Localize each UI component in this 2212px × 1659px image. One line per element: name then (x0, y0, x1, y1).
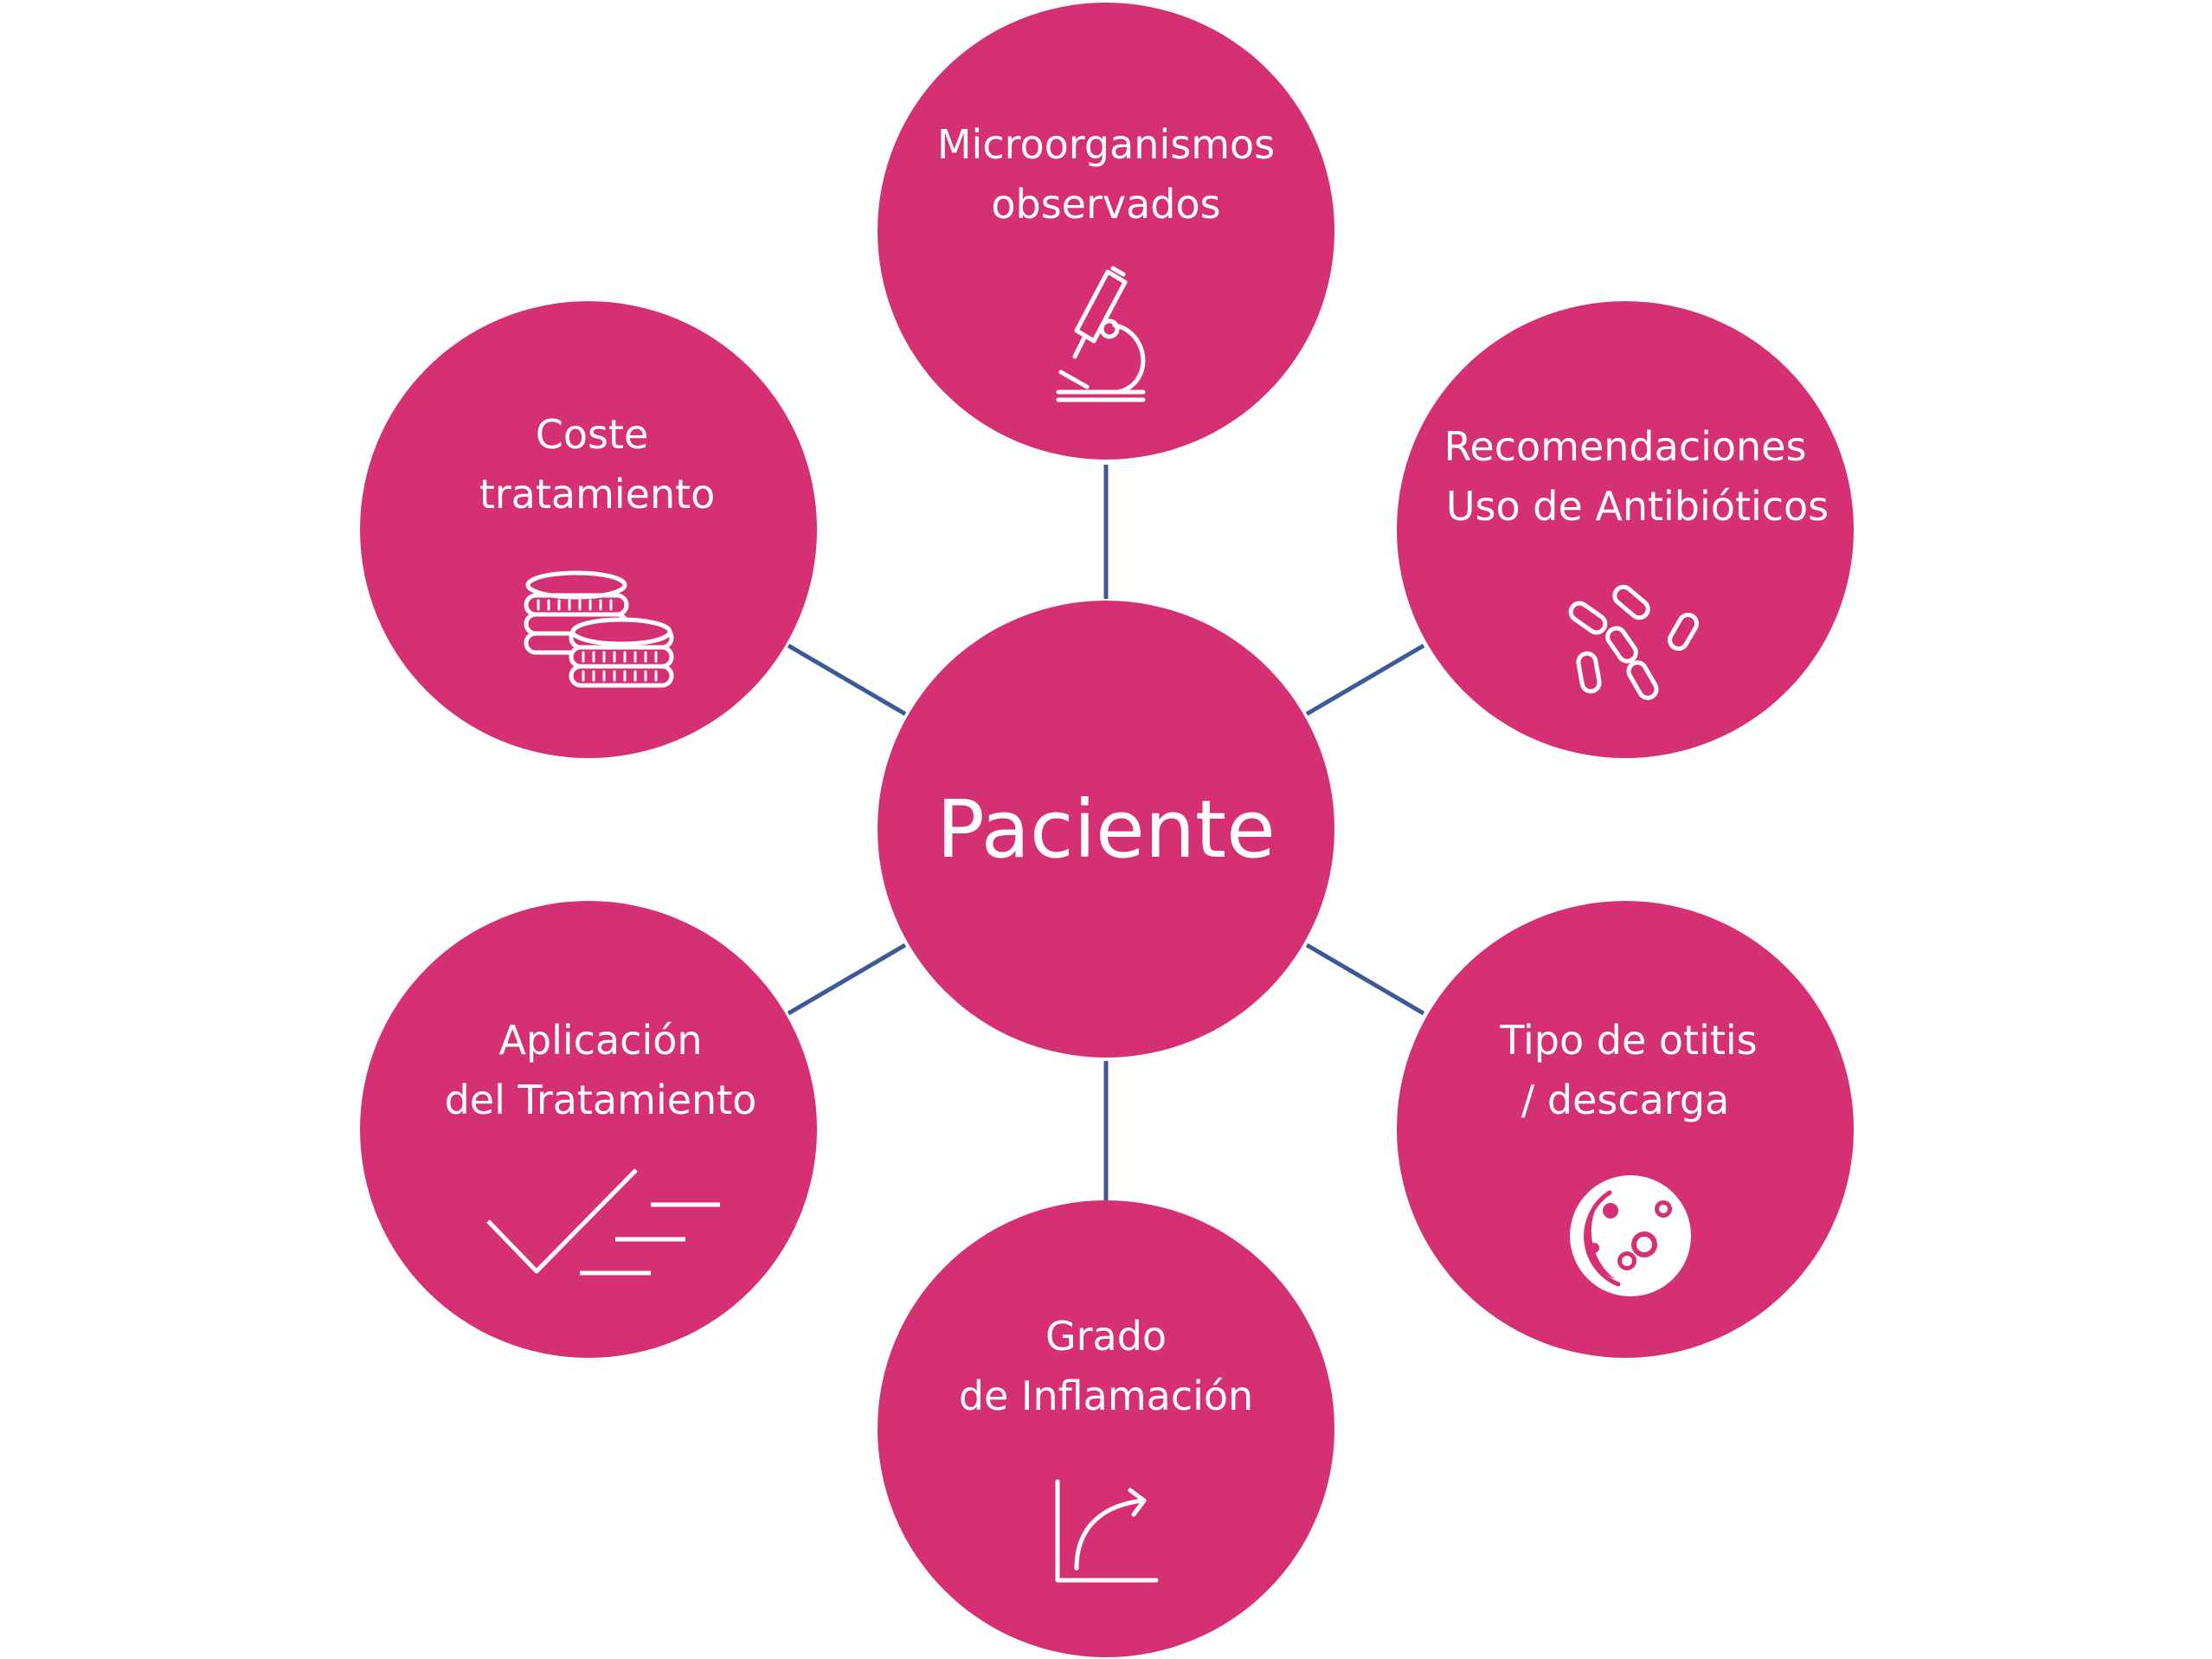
bacteria-icon (1568, 584, 1699, 700)
growth-chart-icon (1055, 1479, 1159, 1583)
node-tipo-otitis: Tipo de otitis / descarga (1397, 901, 1854, 1358)
checklist-icon (486, 1168, 720, 1276)
microscope-icon (1056, 266, 1146, 402)
node-microorganismos-line1: Microorganismos (937, 121, 1275, 168)
connector-aplicacion (787, 942, 907, 1016)
center-circle (878, 601, 1334, 1058)
node-microorganismos: Microorganismos observados (878, 3, 1334, 460)
node-aplicacion-line1: Aplicación (498, 1017, 702, 1064)
coins-icon (524, 570, 674, 688)
petri-dish-icon (1570, 1175, 1691, 1296)
node-grado-line1: Grado (1045, 1313, 1167, 1360)
node-tipo-otitis-circle (1397, 901, 1854, 1358)
node-aplicacion-line2: del Tratamiento (445, 1077, 757, 1123)
node-recomendaciones-line2: Uso de Antibióticos (1446, 483, 1829, 530)
node-grado: Grado de Inflamación (878, 1200, 1334, 1657)
node-recomendaciones: Recomendaciones Uso de Antibióticos (1397, 301, 1854, 758)
node-grado-line2: de Inflamación (959, 1373, 1253, 1419)
connector-tipo-otitis (1305, 942, 1425, 1016)
node-aplicacion: Aplicación del Tratamiento (360, 901, 817, 1358)
node-coste-line1: Coste (536, 411, 649, 458)
node-grado-circle (878, 1200, 1334, 1657)
node-aplicacion-circle (360, 901, 817, 1358)
center-label: Paciente (936, 783, 1275, 876)
connector-recomendaciones (1305, 643, 1425, 717)
node-microorganismos-line2: observados (991, 181, 1220, 228)
node-coste-line2: tratamiento (479, 471, 716, 518)
node-tipo-otitis-line1: Tipo de otitis (1499, 1017, 1757, 1064)
node-microorganismos-circle (878, 3, 1334, 460)
center-node: Paciente (878, 601, 1334, 1058)
node-recomendaciones-circle (1397, 301, 1854, 758)
node-coste-circle (360, 301, 817, 758)
node-tipo-otitis-line2: / descarga (1521, 1077, 1730, 1123)
node-coste: Coste tratamiento (360, 301, 817, 758)
connectors (787, 465, 1425, 1200)
connector-coste (787, 643, 907, 717)
node-recomendaciones-line1: Recomendaciones (1444, 423, 1807, 470)
